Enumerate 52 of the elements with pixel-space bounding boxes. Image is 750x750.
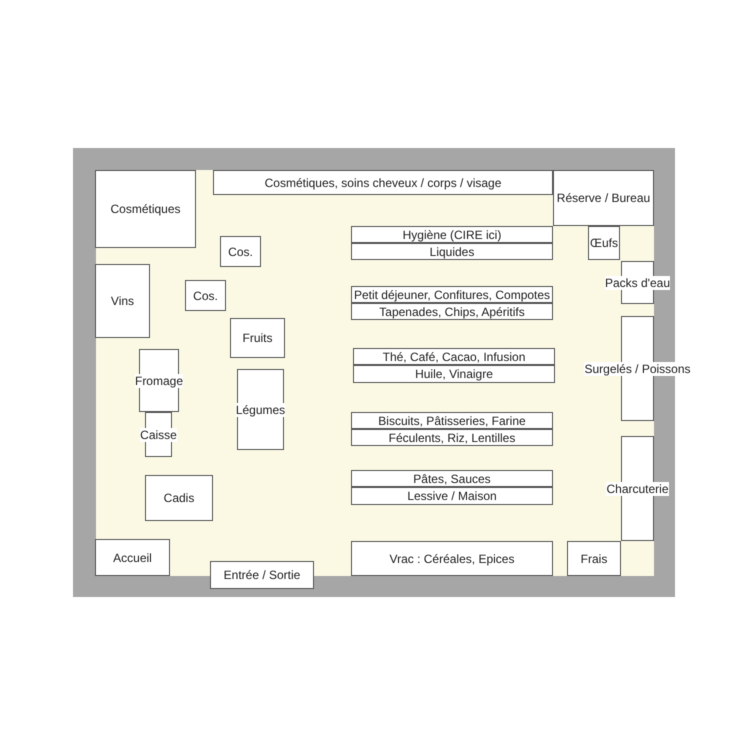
shelf-label: Frais [580,552,608,566]
shelf-label: Lessive / Maison [407,489,497,503]
shelf-label: Légumes [236,402,286,416]
shelf-box [351,243,553,260]
shelf-label: Féculents, Riz, Lentilles [388,430,516,444]
shelf-box [185,280,226,311]
shelf-box [351,412,553,429]
shelf-label: Réserve / Bureau [556,191,650,205]
shelf-label: Huile, Vinaigre [415,367,493,381]
shelf-label: Entrée / Sortie [224,568,300,582]
shelf-label: Cosmétiques [110,202,181,216]
shelf-box [230,318,285,358]
shelf-label: Liquides [430,244,474,258]
shelf-label: Cadis [164,491,194,505]
shelf-box [220,236,261,267]
shelf-label: Tapenades, Chips, Apéritifs [379,304,525,318]
shelf-box [567,541,621,576]
shelf-label: Pâtes, Sauces [413,472,491,486]
shelf-box [210,561,314,589]
shelf-label: Thé, Café, Cacao, Infusion [382,350,526,364]
shelf-box [351,541,553,576]
shelf-box [95,539,170,576]
shelf-box [145,475,213,521]
shelf-label: Cos. [193,288,218,302]
shelf-box [351,429,553,446]
shelf-label: Vins [110,294,134,308]
shelf-label: Packs d'eau [605,276,670,290]
shelf-label: Petit déjeuner, Confitures, Compotes [354,288,550,302]
shelf-label: Surgelés / Poissons [584,362,691,376]
shelf-label: Fromage [134,374,184,388]
shelf-label: Œufs [590,236,618,250]
shelf-box [351,226,553,243]
shelf-box [237,369,284,450]
shelf-label: Cos. [228,244,253,258]
shelf-box [353,365,555,383]
shelf-box [553,170,654,226]
shelf-box [351,303,553,320]
shelf-box [213,170,553,195]
shelf-label: Vrac : Céréales, Epices [390,552,514,566]
shelf-label: Cosmétiques, soins cheveux / corps / visage [264,176,502,190]
shelf-label: Charcuterie [606,482,669,496]
shelf-label: Biscuits, Pâtisseries, Farine [378,414,526,428]
shelf-box [588,226,620,260]
shelf-box [95,170,196,248]
shelf-box [351,470,553,487]
shelf-box [353,348,555,365]
shelf-label: Hygiène (CIRE ici) [402,228,502,242]
shelf-box [351,487,553,505]
shelf-label: Fruits [242,331,272,345]
shelf-box [95,264,150,338]
shelf-label: Accueil [113,550,152,564]
shelf-label: Caisse [140,428,177,442]
